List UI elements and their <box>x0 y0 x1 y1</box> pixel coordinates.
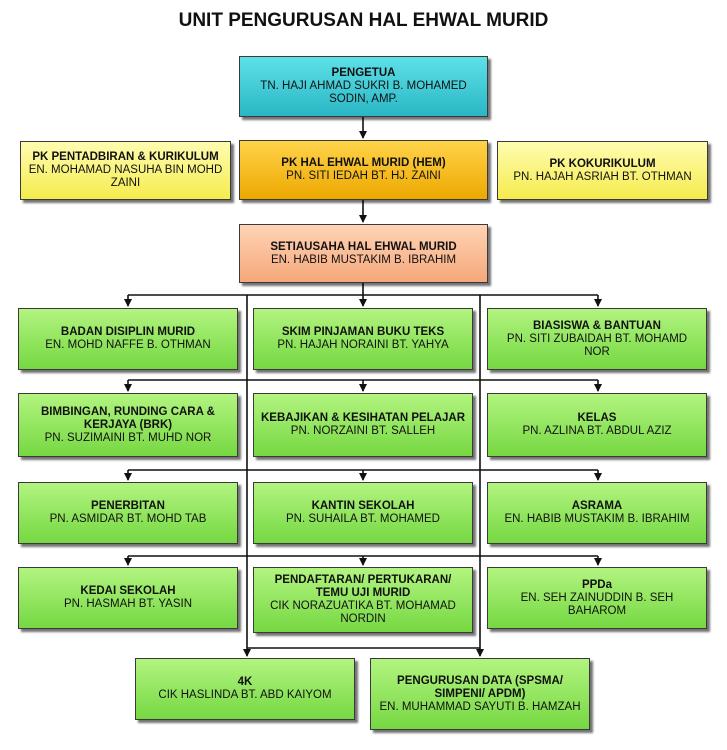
unit-title: BIASISWA & BANTUAN <box>533 319 661 332</box>
unit-box-bimbingan: BIMBINGAN, RUNDING CARA & KERJAYA (BRK) … <box>18 393 238 457</box>
unit-box-kedai: KEDAI SEKOLAH PN. HASMAH BT. YASIN <box>18 567 238 629</box>
unit-name: PN. HASMAH BT. YASIN <box>63 598 193 610</box>
unit-name: CIK HASLINDA BT. ABD KAIYOM <box>158 689 332 701</box>
unit-title: PENDAFTARAN/ PERTUKARAN/ TEMU UJI MURID <box>274 574 452 599</box>
pengetua-name: TN. HAJI AHMAD SUKRI B. MOHAMED SODIN, A… <box>260 80 467 105</box>
unit-name: EN. MOHD NAFFE B. OTHMAN <box>45 339 211 351</box>
pk-kokurikulum-name: PN. HAJAH ASRIAH BT. OTHMAN <box>513 170 692 183</box>
unit-title: KEDAI SEKOLAH <box>80 585 176 597</box>
setiausaha-box: SETIAUSAHA HAL EHWAL MURID EN. HABIB MUS… <box>239 224 488 283</box>
unit-box-4k: 4K CIK HASLINDA BT. ABD KAIYOM <box>135 658 355 720</box>
unit-name: PN. NORZAINI BT. SALLEH <box>290 425 436 437</box>
unit-box-ppda: PPDa EN. SEH ZAINUDDIN B. SEH BAHAROM <box>487 567 707 629</box>
unit-box-badan-disiplin: BADAN DISIPLIN MURID EN. MOHD NAFFE B. O… <box>18 308 238 370</box>
pk-kokurikulum-title: PK KOKURIKULUM <box>549 157 656 170</box>
unit-title: PENERBITAN <box>91 500 165 512</box>
unit-name: CIK NORAZUATIKA BT. MOHAMAD NORDIN <box>270 600 456 625</box>
unit-box-asrama: ASRAMA EN. HABIB MUSTAKIM B. IBRAHIM <box>487 482 707 544</box>
unit-title: KELAS <box>577 412 617 424</box>
unit-box-kelas: KELAS PN. AZLINA BT. ABDUL AZIZ <box>487 393 707 457</box>
unit-title: BADAN DISIPLIN MURID <box>60 326 196 338</box>
unit-box-biasiswa: BIASISWA & BANTUAN PN. SITI ZUBAIDAH BT.… <box>487 308 707 370</box>
setiausaha-name: EN. HABIB MUSTAKIM B. IBRAHIM <box>270 253 457 266</box>
unit-name: PN. AZLINA BT. ABDUL AZIZ <box>522 425 672 437</box>
pk-hem-box: PK HAL EHWAL MURID (HEM) PN. SITI IEDAH … <box>239 140 488 200</box>
pk-hem-name: PN. SITI IEDAH BT. HJ. ZAINI <box>286 170 441 182</box>
pk-pentadbiran-name: EN. MOHAMAD NASUHA BIN MOHD ZAINI <box>28 164 223 189</box>
unit-title: ASRAMA <box>571 500 623 512</box>
unit-title: SKIM PINJAMAN BUKU TEKS <box>281 326 445 338</box>
unit-name: PN. ASMIDAR BT. MOHD TAB <box>49 513 207 525</box>
unit-title: KANTIN SEKOLAH <box>311 500 415 512</box>
pk-pentadbiran-title: PK PENTADBIRAN & KURIKULUM <box>32 151 219 163</box>
unit-name: EN. MUHAMMAD SAYUTI B. HAMZAH <box>379 700 581 713</box>
unit-box-pendaftaran: PENDAFTARAN/ PERTUKARAN/ TEMU UJI MURID … <box>253 567 473 633</box>
unit-name: PN. SUZIMAINI BT. MUHD NOR <box>44 431 212 444</box>
unit-box-skim-pinjaman: SKIM PINJAMAN BUKU TEKS PN. HAJAH NORAIN… <box>253 308 473 370</box>
unit-box-kantin: KANTIN SEKOLAH PN. SUHAILA BT. MOHAMED <box>253 482 473 544</box>
unit-box-penerbitan: PENERBITAN PN. ASMIDAR BT. MOHD TAB <box>18 482 238 544</box>
unit-title: PENGURUSAN DATA (SPSMA/ SIMPENI/ APDM) <box>397 674 563 700</box>
unit-name: EN. HABIB MUSTAKIM B. IBRAHIM <box>504 513 690 525</box>
pengetua-box: PENGETUA TN. HAJI AHMAD SUKRI B. MOHAMED… <box>239 56 488 117</box>
chart-title: UNIT PENGURUSAN HAL EHWAL MURID <box>178 10 549 31</box>
unit-title: KEBAJIKAN & KESIHATAN PELAJAR <box>260 412 466 424</box>
pk-hem-title: PK HAL EHWAL MURID (HEM) <box>281 157 446 169</box>
pk-kokurikulum-box: PK KOKURIKULUM PN. HAJAH ASRIAH BT. OTHM… <box>497 141 708 200</box>
unit-title: PPDa <box>581 578 613 591</box>
unit-name: PN. HAJAH NORAINI BT. YAHYA <box>277 339 449 351</box>
unit-box-pengurusan-data: PENGURUSAN DATA (SPSMA/ SIMPENI/ APDM) E… <box>370 658 590 730</box>
unit-title: 4K <box>237 676 253 688</box>
pk-pentadbiran-box: PK PENTADBIRAN & KURIKULUM EN. MOHAMAD N… <box>20 141 231 200</box>
unit-title: BIMBINGAN, RUNDING CARA & KERJAYA (BRK) <box>41 405 215 431</box>
unit-box-kebajikan: KEBAJIKAN & KESIHATAN PELAJAR PN. NORZAI… <box>253 393 473 457</box>
unit-name: PN. SITI ZUBAIDAH BT. MOHAMD NOR <box>506 332 688 358</box>
unit-name: PN. SUHAILA BT. MOHAMED <box>285 513 440 525</box>
setiausaha-title: SETIAUSAHA HAL EHWAL MURID <box>270 240 457 253</box>
unit-name: EN. SEH ZAINUDDIN B. SEH BAHAROM <box>520 591 674 617</box>
pengetua-title: PENGETUA <box>331 67 396 79</box>
